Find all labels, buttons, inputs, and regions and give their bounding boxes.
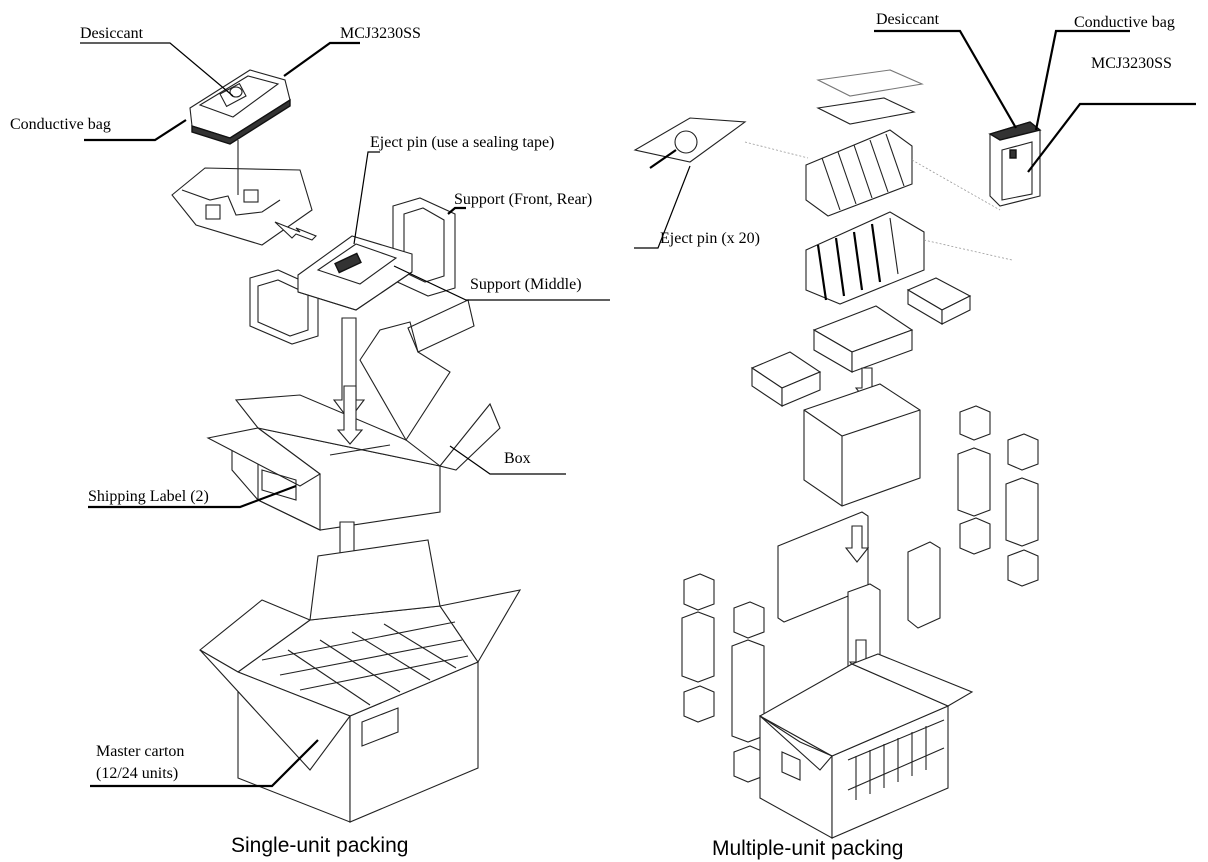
conductive-bag-label: Conductive bag xyxy=(10,116,111,133)
multi-leader-lines xyxy=(634,29,1196,249)
support-front-rear-label: Support (Front, Rear) xyxy=(454,191,592,208)
single-unit-caption: Single-unit packing xyxy=(231,834,408,857)
multi-conductive-bag-label: Conductive bag xyxy=(1074,14,1175,31)
single-support-middle xyxy=(297,235,413,311)
multiple-unit-caption: Multiple-unit packing xyxy=(712,837,903,860)
single-box xyxy=(206,299,501,531)
shipping-label-label: Shipping Label (2) xyxy=(88,488,209,505)
multi-top-sheets xyxy=(816,69,924,125)
single-master-carton xyxy=(199,539,522,823)
single-tray xyxy=(171,140,313,246)
assembly-arrow-icon xyxy=(274,221,317,241)
single-product-unit xyxy=(189,69,291,145)
master-carton-label: Master carton xyxy=(96,743,184,760)
multi-model-label: MCJ3230SS xyxy=(1091,55,1172,72)
master-carton-units-label: (12/24 units) xyxy=(96,765,178,782)
desiccant-label: Desiccant xyxy=(80,25,144,42)
multi-desiccant-label: Desiccant xyxy=(876,11,940,28)
single-unit-section: Desiccant MCJ3230SS Conductive bag Eject… xyxy=(10,25,610,857)
multi-tall-boxes-left xyxy=(681,573,765,783)
support-middle-label: Support (Middle) xyxy=(470,276,582,293)
multiple-unit-section: Desiccant Conductive bag MCJ3230SS Eject… xyxy=(633,11,1196,860)
multi-small-boxes xyxy=(750,277,972,507)
multi-eject-pin-card xyxy=(633,117,747,169)
multi-assembled-boxes xyxy=(777,511,941,677)
multi-eject-pin-label: Eject pin (x 20) xyxy=(660,230,760,247)
single-leader-lines xyxy=(80,41,610,788)
multi-product-unit xyxy=(988,121,1042,207)
multi-partitions xyxy=(805,129,925,305)
multi-tall-boxes-right xyxy=(957,405,1039,587)
multi-master-carton xyxy=(758,653,974,839)
model-label: MCJ3230SS xyxy=(340,25,421,42)
box-label: Box xyxy=(504,450,531,467)
eject-pin-label: Eject pin (use a sealing tape) xyxy=(370,134,554,151)
